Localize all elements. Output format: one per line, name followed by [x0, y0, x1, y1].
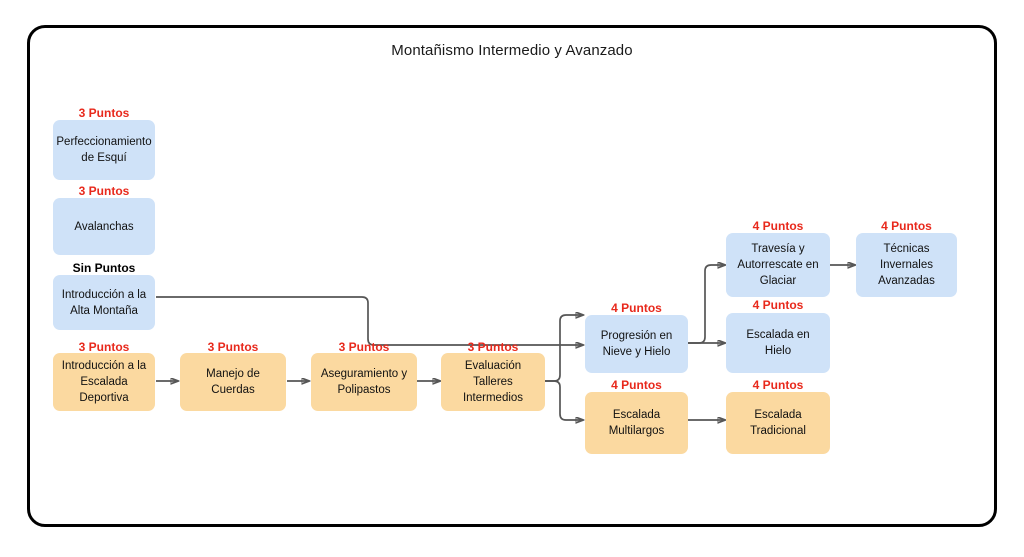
node-label: Manejo de Cuerdas — [206, 368, 260, 396]
points-manejo-cuerdas: 3 Puntos — [207, 340, 259, 354]
node-evaluacion-talleres[interactable]: Evaluación Talleres Intermedios — [441, 353, 545, 411]
node-label: Travesía y Autorrescate en Glaciar — [737, 243, 819, 287]
points-escalada-multilargos: 4 Puntos — [611, 378, 662, 392]
node-label: Avalanchas — [74, 220, 134, 233]
diagram-frame — [27, 25, 997, 527]
points-escalada-en-hielo: 4 Puntos — [752, 298, 804, 312]
points-perfeccionamiento-esqui: 3 Puntos — [78, 106, 130, 120]
node-avalanchas[interactable]: Avalanchas — [53, 198, 155, 255]
node-escalada-multilargos[interactable]: Escalada Multilargos — [585, 392, 688, 454]
node-escalada-en-hielo[interactable]: Escalada en Hielo — [726, 313, 830, 373]
node-perfeccionamiento-esqui[interactable]: Perfeccionamiento de Esquí — [53, 120, 155, 180]
node-label: Progresión en Nieve y Hielo — [600, 330, 673, 358]
points-travesia-autorrescate: 4 Puntos — [752, 219, 804, 233]
points-avalanchas: 3 Puntos — [78, 184, 130, 198]
node-aseguramiento-polipastos[interactable]: Aseguramiento y Polipastos — [311, 353, 417, 411]
node-label: Perfeccionamiento de Esquí — [56, 136, 152, 164]
node-label: Introducción a la Escalada Deportiva — [61, 360, 147, 404]
points-tecnicas-invernales: 4 Puntos — [881, 219, 932, 233]
node-intro-alta-montana[interactable]: Introducción a la Alta Montaña — [53, 275, 155, 330]
node-label: Escalada Tradicional — [750, 409, 806, 437]
node-tecnicas-invernales[interactable]: Técnicas Invernales Avanzadas — [856, 233, 957, 297]
node-label: Escalada Multilargos — [608, 409, 665, 437]
page-title: Montañismo Intermedio y Avanzado — [391, 42, 633, 59]
node-manejo-cuerdas[interactable]: Manejo de Cuerdas — [180, 353, 286, 411]
node-label: Escalada en Hielo — [746, 329, 810, 357]
node-escalada-tradicional[interactable]: Escalada Tradicional — [726, 392, 830, 454]
points-progresion-nieve-hielo: 4 Puntos — [611, 301, 662, 315]
points-intro-alta-montana: Sin Puntos — [72, 261, 136, 275]
node-label: Técnicas Invernales Avanzadas — [878, 243, 935, 287]
points-aseguramiento-polipastos: 3 Puntos — [338, 340, 390, 354]
points-escalada-tradicional: 4 Puntos — [752, 378, 804, 392]
node-label: Evaluación Talleres Intermedios — [462, 360, 524, 404]
node-label: Introducción a la Alta Montaña — [61, 288, 147, 317]
node-progresion-nieve-hielo[interactable]: Progresión en Nieve y Hielo — [585, 315, 688, 373]
points-evaluacion-talleres: 3 Puntos — [467, 340, 519, 354]
points-intro-escalada-deportiva: 3 Puntos — [78, 340, 130, 354]
node-label: Aseguramiento y Polipastos — [320, 368, 408, 396]
node-intro-escalada-deportiva[interactable]: Introducción a la Escalada Deportiva — [53, 353, 155, 411]
node-travesia-autorrescate[interactable]: Travesía y Autorrescate en Glaciar — [726, 233, 830, 297]
